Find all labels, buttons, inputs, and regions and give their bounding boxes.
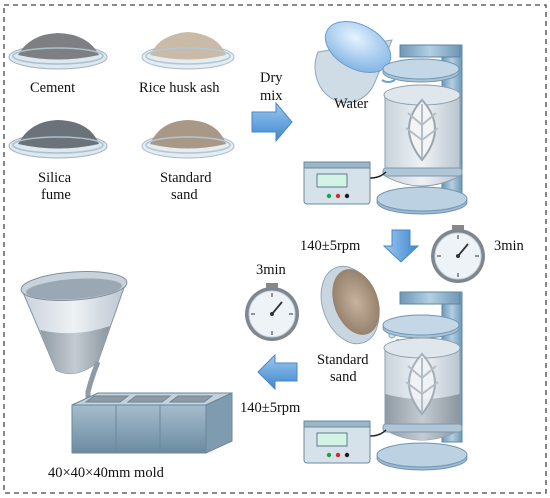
- label-standard-sand-line1: Standard: [160, 170, 212, 186]
- label-silica-fume-line1: Silica: [38, 170, 72, 186]
- label-mix1-time: 3min: [494, 238, 524, 254]
- sand-bowl: [320, 265, 401, 345]
- pouring-bucket: [20, 271, 128, 402]
- label-mold: 40×40×40mm mold: [48, 465, 164, 481]
- left-arrow: [257, 353, 298, 391]
- mold: [71, 392, 233, 454]
- label-standard-sand-line2: sand: [171, 187, 198, 203]
- stopwatch-2: [245, 283, 299, 341]
- rice-husk-ash-dish: [141, 32, 235, 70]
- down-arrow: [382, 229, 420, 263]
- mixer-1: [376, 44, 468, 215]
- label-silica-fume-line2: fume: [41, 187, 71, 203]
- label-mix2-speed: 140±5rpm: [240, 400, 301, 416]
- cement-dish: [8, 33, 108, 70]
- label-sand-line2: sand: [330, 369, 357, 385]
- stopwatch-1: [431, 225, 485, 283]
- standard-sand-dish: [141, 120, 235, 159]
- mixer-2: [376, 291, 468, 471]
- label-sand-line1: Standard: [317, 352, 369, 368]
- label-mix2-time: 3min: [256, 262, 286, 278]
- silica-fume-dish: [8, 120, 108, 159]
- dashed-border: [3, 4, 547, 494]
- water-bowl: [314, 21, 396, 104]
- label-rice-husk-ash: Rice husk ash: [139, 80, 220, 96]
- label-water: Water: [334, 96, 369, 112]
- label-dry-mix-line2: mix: [260, 88, 283, 104]
- label-mix1-speed: 140±5rpm: [300, 238, 361, 254]
- label-dry-mix-line1: Dry: [260, 70, 283, 86]
- controller-2: [303, 420, 387, 464]
- controller-1: [303, 161, 387, 205]
- dry-mix-arrow: [251, 101, 293, 143]
- label-cement: Cement: [30, 80, 76, 96]
